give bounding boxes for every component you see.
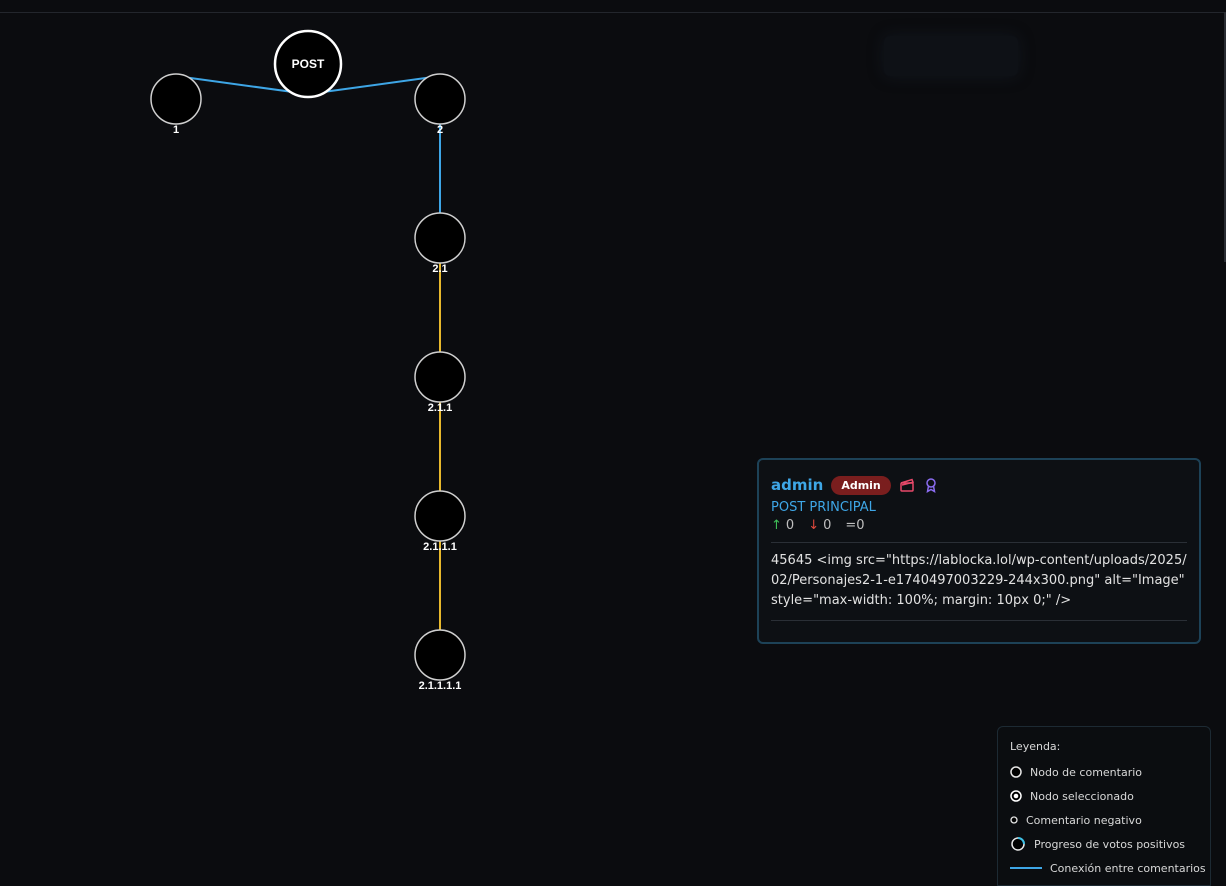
node-label: 2.1.1	[428, 402, 452, 414]
comment-node-2.1.1[interactable]: 2.1.1	[414, 351, 466, 414]
card-header: admin Admin	[771, 472, 1187, 498]
selected-circle-icon	[1010, 790, 1030, 802]
legend-title: Leyenda:	[1010, 740, 1061, 753]
small-circle-icon	[1010, 816, 1026, 824]
downvote-count: ↓0	[808, 518, 832, 533]
legend-item-positive-progress: Progreso de votos positivos	[1010, 832, 1210, 856]
clapperboard-icon	[899, 477, 915, 493]
role-badge: Admin	[831, 475, 891, 495]
net-vote-count: =0	[845, 518, 865, 533]
progress-ring-icon	[1010, 836, 1034, 852]
post-node-label: POST	[292, 57, 325, 71]
post-node[interactable]: POST	[273, 29, 343, 99]
legend-item-negative-comment: Comentario negativo	[1010, 808, 1210, 832]
award-icon	[923, 477, 939, 493]
comment-node-2.1.1.1[interactable]: 2.1.1.1	[414, 490, 466, 553]
divider	[771, 620, 1187, 621]
faded-toolbar-button[interactable]	[884, 36, 1018, 76]
scrollbar[interactable]	[1224, 12, 1226, 262]
post-type-label: POST PRINCIPAL	[771, 500, 876, 515]
node-label: 2	[437, 124, 443, 136]
comment-node-1[interactable]: 1	[150, 73, 202, 136]
node-label: 1	[173, 124, 179, 136]
vote-counts: ↑0 ↓0 =0	[771, 518, 1187, 533]
legend-item-connection: Conexión entre comentarios	[1010, 856, 1210, 880]
node-label: 2.1.1.1	[423, 541, 457, 553]
hollow-circle-icon	[1010, 766, 1030, 778]
top-bar	[0, 0, 1226, 13]
node-label: 2.1	[432, 263, 447, 275]
legend-panel: Leyenda: Nodo de comentario Nodo selecci…	[997, 726, 1211, 886]
username[interactable]: admin	[771, 476, 824, 494]
comment-node-2[interactable]: 2	[414, 73, 466, 136]
legend-item-comment-node: Nodo de comentario	[1010, 760, 1210, 784]
legend-item-selected-node: Nodo seleccionado	[1010, 784, 1210, 808]
comment-node-2.1.1.1.1[interactable]: 2.1.1.1.1	[414, 629, 466, 692]
comment-content: 45645 <img src="https://lablocka.lol/wp-…	[771, 553, 1187, 608]
comment-info-card: admin Admin POST PRINCIPAL ↑0 ↓0 =0 4564…	[757, 458, 1201, 644]
arrow-up-icon: ↑	[771, 518, 782, 533]
connection-line-icon	[1010, 866, 1050, 870]
divider	[771, 542, 1187, 543]
comment-node-2.1[interactable]: 2.1	[414, 212, 466, 275]
arrow-down-icon: ↓	[808, 518, 820, 533]
node-label: 2.1.1.1.1	[419, 680, 462, 692]
upvote-count: ↑0	[771, 518, 795, 533]
